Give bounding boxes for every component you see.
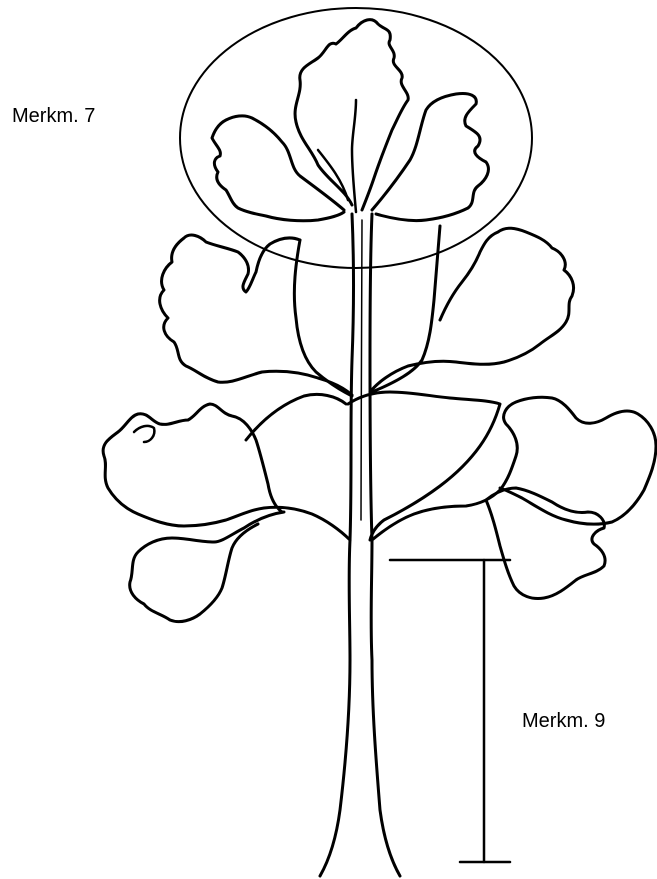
middle-right-leaflet <box>370 228 574 392</box>
upper-right-leaflet <box>372 93 488 220</box>
feature-9-label: Merkm. 9 <box>522 711 605 731</box>
lower-left-small-leaflet <box>130 512 284 622</box>
stem-right-edge <box>370 214 400 876</box>
lower-right-small-leaflet <box>486 488 605 599</box>
feature-7-label: Merkm. 7 <box>12 106 95 126</box>
lower-left-leaflet <box>103 404 350 540</box>
upper-left-leaflet <box>212 116 344 221</box>
middle-left-leaflet <box>160 235 352 395</box>
terminal-leaflet <box>295 20 408 210</box>
terminal-leaflet-midrib <box>352 100 356 212</box>
stem-inner-line <box>361 220 362 520</box>
stem-left-edge <box>320 214 354 876</box>
lower-left-leaflet-upper-lobe <box>246 394 346 440</box>
lower-right-leaflet <box>372 397 656 540</box>
lower-left-leaflet-small-curl <box>134 426 154 442</box>
